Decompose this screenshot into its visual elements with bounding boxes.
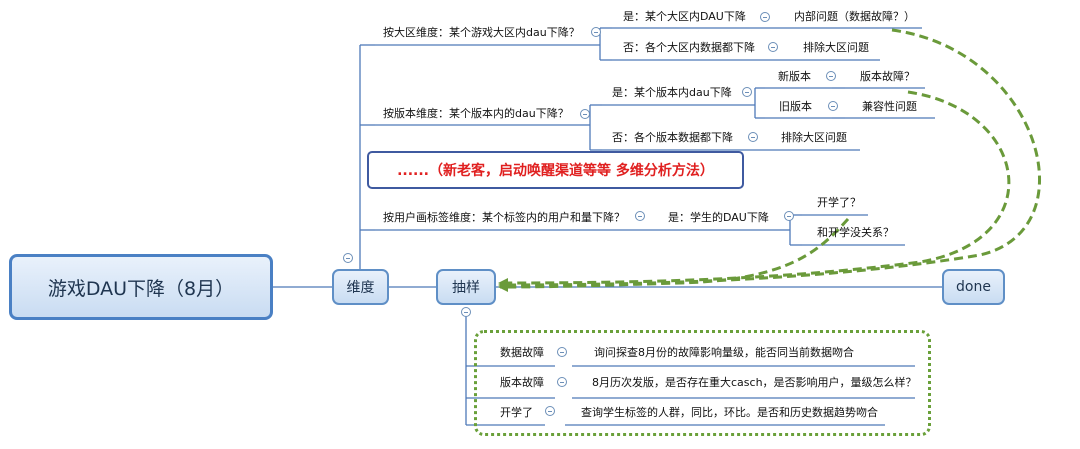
dim2-label[interactable]: 按版本维度：某个版本内的dau下降？: [383, 107, 569, 120]
dim1-yes-label[interactable]: 是：某个大区内DAU下降: [623, 10, 746, 23]
dim3-yes-label[interactable]: 是：学生的DAU下降: [668, 211, 769, 224]
sample1-collapse-toggle[interactable]: [557, 347, 567, 357]
dim1-no-collapse-toggle[interactable]: [768, 42, 778, 52]
sampling-collapse-toggle[interactable]: [461, 307, 471, 317]
dim1-no-label[interactable]: 否：各个大区内数据都下降: [623, 41, 755, 54]
sampling-node[interactable]: 抽样: [436, 269, 496, 305]
dim2-collapse-toggle[interactable]: [580, 109, 590, 119]
dim2-yes-label[interactable]: 是：某个版本内dau下降: [612, 86, 732, 99]
sample3-collapse-toggle[interactable]: [545, 406, 555, 416]
dim1-collapse-toggle[interactable]: [591, 27, 601, 37]
dim2-yes-collapse-toggle[interactable]: [742, 87, 752, 97]
dim3-yes-collapse-toggle[interactable]: [784, 211, 794, 221]
dim3-label[interactable]: 按用户画标签维度：某个标签内的用户和量下降？: [383, 211, 625, 224]
sample2-label[interactable]: 版本故障: [500, 376, 544, 389]
dim3-collapse-toggle[interactable]: [635, 211, 645, 221]
new-version-collapse-toggle[interactable]: [826, 71, 836, 81]
arrow-school-to-sampling: [498, 217, 850, 292]
sample1-label[interactable]: 数据故障: [500, 346, 544, 359]
dimension-node[interactable]: 维度: [332, 269, 389, 305]
new-version-label[interactable]: 新版本: [778, 70, 811, 83]
dim3-result-not-school[interactable]: 和开学没关系？: [817, 226, 894, 239]
dim1-label[interactable]: 按大区维度：某个游戏大区内dau下降？: [383, 26, 580, 39]
sample1-detail[interactable]: 询问探查8月份的故障影响量级，能否同当前数据吻合: [594, 346, 854, 359]
dim1-no-result[interactable]: 排除大区问题: [803, 41, 869, 54]
sample2-detail[interactable]: 8月历次发版，是否存在重大casch，是否影响用户，量级怎么样？: [592, 376, 917, 389]
dimension-collapse-toggle[interactable]: [343, 253, 353, 263]
multi-dimension-note: ......（新老客，启动唤醒渠道等等 多维分析方法）: [367, 151, 744, 189]
arrow-version-fault-to-sampling: [498, 90, 1011, 288]
new-version-result[interactable]: 版本故障？: [860, 70, 915, 83]
old-version-label[interactable]: 旧版本: [779, 100, 812, 113]
dim1-yes-collapse-toggle[interactable]: [760, 12, 770, 22]
root-node[interactable]: 游戏DAU下降（8月）: [9, 254, 273, 320]
old-version-result[interactable]: 兼容性问题: [862, 100, 917, 113]
done-node[interactable]: done: [942, 269, 1005, 305]
sampling-group-frame: [474, 330, 931, 436]
sample3-detail[interactable]: 查询学生标签的人群，同比，环比。是否和历史数据趋势吻合: [581, 406, 878, 419]
old-version-collapse-toggle[interactable]: [828, 101, 838, 111]
dim2-no-result[interactable]: 排除大区问题: [781, 131, 847, 144]
dim3-result-school[interactable]: 开学了？: [817, 196, 861, 209]
sample2-collapse-toggle[interactable]: [557, 377, 567, 387]
sample3-label[interactable]: 开学了: [500, 406, 533, 419]
dim2-no-label[interactable]: 否：各个版本数据都下降: [612, 131, 733, 144]
dim2-no-collapse-toggle[interactable]: [748, 132, 758, 142]
dim1-yes-result[interactable]: 内部问题（数据故障？）: [794, 10, 915, 23]
